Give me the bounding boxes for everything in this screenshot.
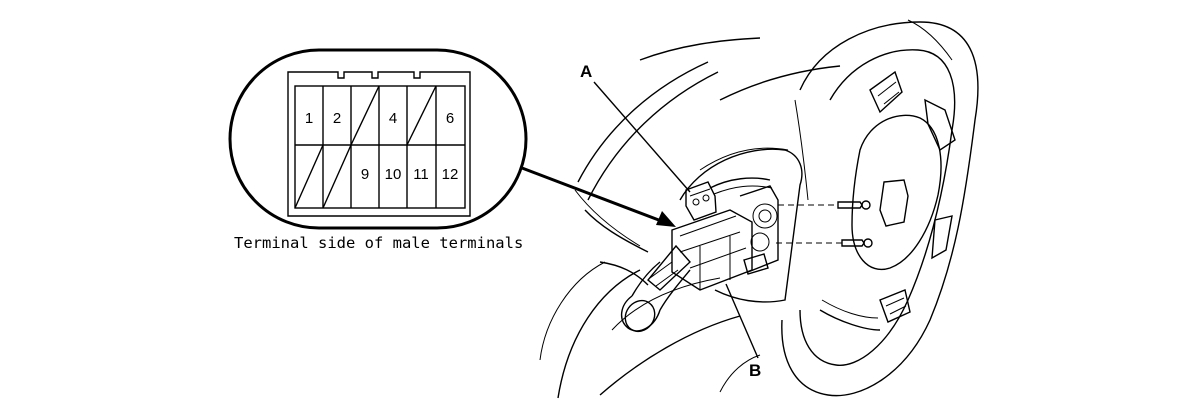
connector-face: 1 2 4 6 9 10 11 12 [287,71,471,217]
terminal-10: 10 [385,166,402,183]
mounting-screws [776,200,873,248]
inset-frame [228,48,528,230]
connector-inset: 1 2 4 6 9 10 11 12 [228,48,528,230]
terminal-2: 2 [333,110,341,127]
callout-a-label: A [580,62,592,81]
inset-caption: Terminal side of male terminals [234,234,523,252]
callout-b-label: B [749,361,761,380]
terminal-11: 11 [413,166,429,183]
pointer-arrow [521,166,676,227]
callout-b: B [725,283,761,380]
terminal-1: 1 [305,110,313,127]
steering-wheel [781,19,979,397]
combination-switch [621,147,803,333]
terminal-9: 9 [361,166,369,183]
terminal-12: 12 [442,166,459,183]
terminal-4: 4 [389,110,397,127]
terminal-6: 6 [446,110,454,127]
callout-a: A [580,62,691,193]
